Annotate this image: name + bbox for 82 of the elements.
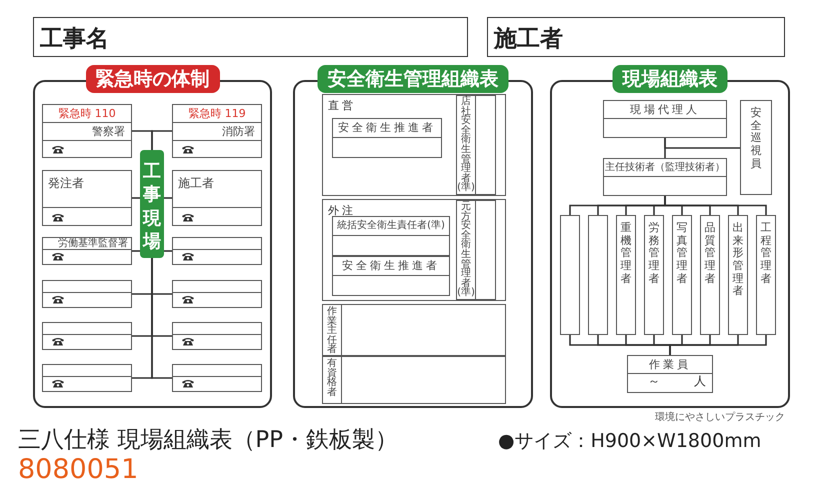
connector-line <box>132 197 140 199</box>
box-label: 元方安全衛生管理者(準) <box>457 201 476 299</box>
name-box <box>322 356 506 404</box>
connector-line <box>151 130 172 150</box>
contact-card <box>172 280 262 308</box>
contact-card <box>172 104 262 158</box>
name-box <box>588 215 608 335</box>
section-label: 外注 <box>328 203 356 218</box>
header-field <box>487 17 785 57</box>
name-box <box>644 215 664 335</box>
box-label: 安全衛生推進者 <box>333 119 441 138</box>
panel-title: 現場組織表 <box>612 65 728 93</box>
box-label: 有資格者 <box>323 357 342 403</box>
section-box <box>322 199 506 301</box>
name-box <box>456 95 496 195</box>
name-box <box>740 100 772 195</box>
name-box <box>728 215 748 335</box>
name-box <box>603 158 727 196</box>
card-label: 施工者 <box>173 171 261 208</box>
name-box <box>700 215 720 335</box>
box-label: 写真管理者 <box>676 222 688 286</box>
box-label: 作業員 <box>628 356 712 374</box>
note-text: 環境にやさしいプラスチック <box>655 410 785 424</box>
connector-line <box>664 138 740 149</box>
contact-card <box>42 237 132 265</box>
product-number: 8080051 <box>18 454 138 485</box>
box-label: 安全巡視員 <box>750 107 762 170</box>
box-label: 安全衛生推進者 <box>333 257 449 276</box>
connector-line <box>669 335 767 355</box>
box-label: 品質管理者 <box>704 222 716 286</box>
card-label: 消防署 <box>173 123 261 141</box>
box-label: 工程管理者 <box>760 222 772 286</box>
site-label: 工事現場 <box>142 160 162 254</box>
box-label: 店社安全衛生管理者(準) <box>457 96 476 194</box>
connector-line <box>164 197 172 199</box>
contact-card <box>172 170 262 226</box>
box-label: 主任技術者（監理技術者） <box>604 159 726 177</box>
card-heading: 緊急時 110 <box>43 105 131 123</box>
size-text: ●サイズ：H900×W1800mm <box>498 429 762 454</box>
box-label: 出来形管理者 <box>732 222 744 298</box>
name-box <box>332 216 450 256</box>
contact-card <box>42 104 132 158</box>
name-box <box>616 215 636 335</box>
box-label: ～ 人 <box>648 373 706 390</box>
box-label: 現場代理人 <box>604 101 726 119</box>
box-label: 重機管理者 <box>620 222 632 286</box>
contact-card <box>172 322 262 350</box>
name-box <box>756 215 776 335</box>
section-label: 直営 <box>328 98 356 113</box>
card-label: 発注者 <box>43 171 131 208</box>
header-field <box>33 17 468 57</box>
panel-title: 緊急時の体制 <box>86 65 220 93</box>
name-box <box>627 355 713 393</box>
section-box <box>322 94 506 196</box>
contact-card <box>42 322 132 350</box>
name-box <box>672 215 692 335</box>
name-box <box>332 118 442 158</box>
contact-card <box>172 237 262 265</box>
box-label: 労務管理者 <box>648 222 660 286</box>
connector-line <box>164 250 172 252</box>
name-box <box>603 100 727 138</box>
contact-card <box>42 364 132 392</box>
site-label-box <box>140 150 164 258</box>
contact-card <box>42 280 132 308</box>
name-box <box>456 200 496 300</box>
card-label: 労働基準監督署 <box>43 238 131 250</box>
connector-line <box>664 196 767 215</box>
box-label: 作業主任者 <box>323 305 342 355</box>
name-box <box>560 215 580 335</box>
connector-line <box>132 250 140 252</box>
card-label: 警察署 <box>43 123 131 141</box>
field-label: 施工者 <box>494 25 563 54</box>
card-heading: 緊急時 119 <box>173 105 261 123</box>
name-box <box>332 256 450 296</box>
product-title: 三八仕様 現場組織表（PP・鉄板製） <box>18 426 398 455</box>
contact-card <box>172 364 262 392</box>
contact-card <box>42 170 132 226</box>
connector-line <box>151 258 172 379</box>
panel-title: 安全衛生管理組織表 <box>318 65 508 93</box>
field-label: 工事名 <box>40 25 109 54</box>
name-box <box>322 304 506 356</box>
box-label: 統括安全衛生責任者(準) <box>333 217 449 236</box>
